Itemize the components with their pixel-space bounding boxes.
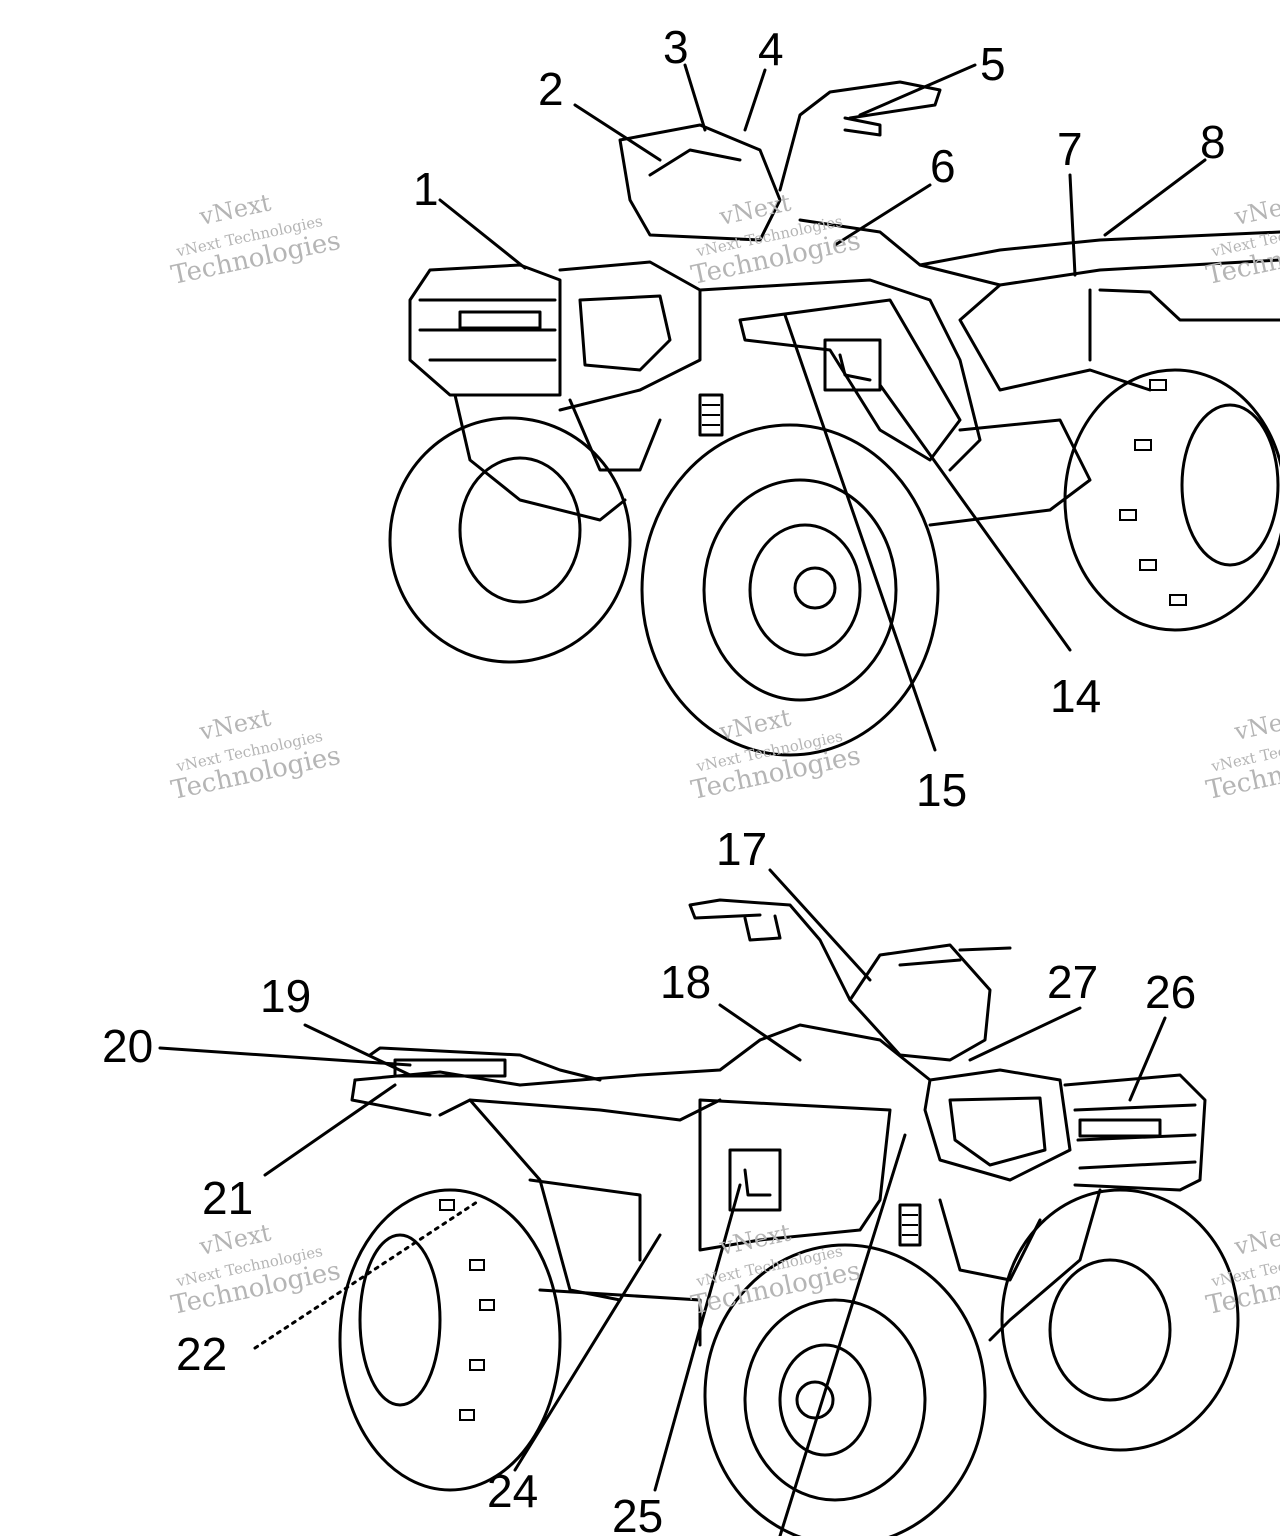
callout-2: 2 [538,63,564,115]
callout-26: 26 [1145,966,1196,1018]
atv-bottom-drawing [338,898,1240,1536]
watermark-tl: vNext vNext Technologies Technologies [169,188,344,291]
callout-5: 5 [980,38,1006,90]
callout-7: 7 [1057,123,1083,175]
callout-24: 24 [487,1465,538,1517]
callout-8: 8 [1200,116,1226,168]
callout-18: 18 [660,956,711,1008]
watermark-mr: vNext vNext Technologies Technologies [1204,703,1280,806]
watermark-tc: vNext vNext Technologies Technologies [689,188,864,291]
atv-bottom-front-right-wheel [1000,1188,1240,1452]
atv-bottom-rear-wheel [338,1188,562,1492]
leader-lines [158,63,1207,1536]
atv-bottom-side-panel [698,1098,892,1252]
watermark-text: vNext [1231,1218,1280,1261]
atv-bottom-body [438,1038,762,1347]
callout-6: 6 [930,140,956,192]
callout-3: 3 [663,21,689,73]
watermark-bc: vNext vNext Technologies Technologies [689,1218,864,1321]
atv-top-rear-wheel [1063,368,1280,632]
atv-top-front-fender [558,260,982,472]
callout-4: 4 [758,23,784,75]
callout-25: 25 [612,1490,663,1536]
watermark-ml: vNext vNext Technologies Technologies [169,703,344,806]
callout-labels: 1 2 3 4 5 6 7 8 14 15 17 18 19 20 21 22 … [102,21,1226,1536]
atv-bottom-front-fender [923,1068,1072,1182]
callout-14: 14 [1050,670,1101,722]
atv-bottom-front-left-wheel [703,1243,987,1536]
atv-top-suspension [568,393,724,472]
atv-top-handlebar [618,80,942,242]
callout-1: 1 [413,163,439,215]
atv-top-drawing [388,80,1280,757]
watermark-text: vNext [1231,188,1280,231]
watermark-text: vNext [1231,703,1280,746]
atv-top-front-rack [408,263,627,522]
atv-top-body [798,218,1280,527]
callout-20: 20 [102,1020,153,1072]
watermark-bl: vNext vNext Technologies Technologies [169,1218,344,1321]
callout-22: 22 [176,1328,227,1380]
callout-15: 15 [916,764,967,816]
atv-top-front-left-wheel [388,416,632,664]
callout-27: 27 [1047,956,1098,1008]
atv-bottom-suspension [898,1198,1042,1282]
callout-19: 19 [260,970,311,1022]
callout-21: 21 [202,1172,253,1224]
atv-top-front-right-wheel [640,423,940,757]
callout-17: 17 [716,823,767,875]
atv-bottom-handlebar [688,898,1012,1082]
atv-bottom-front-rack [988,1073,1207,1342]
atv-top-side-panel [738,298,962,462]
watermark-br: vNext vNext Technologies Technologies [1204,1218,1280,1321]
watermark-mc: vNext vNext Technologies Technologies [689,703,864,806]
